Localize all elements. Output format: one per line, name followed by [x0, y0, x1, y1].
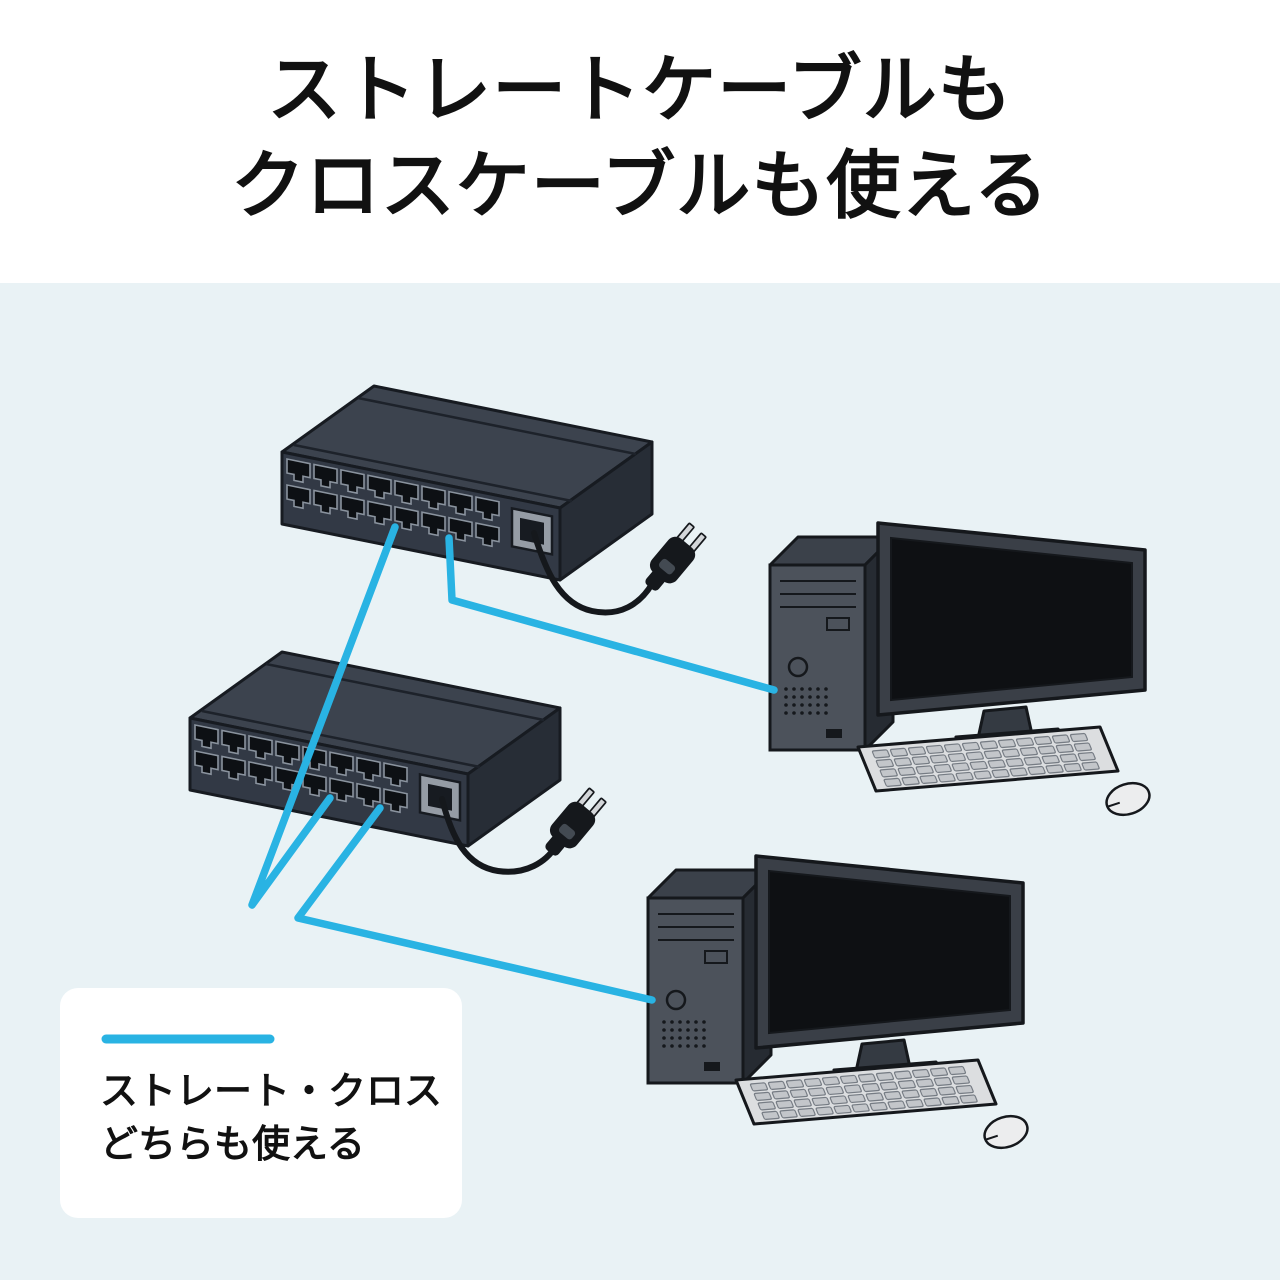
legend-card: ストレート・クロス どちらも使える: [60, 988, 462, 1218]
lan-cable-switch1-pc1: [445, 534, 778, 694]
lan-cable-switch2-pc2: [294, 804, 656, 1004]
lan-cable-switch1-switch2: [248, 523, 399, 909]
legend-swatch-canvas: [101, 1034, 275, 1044]
legend-text-line1: ストレート・クロス: [100, 1071, 443, 1113]
legend-text-line2: どちらも使える: [100, 1124, 365, 1167]
title-line-2: クロスケーブルも使える: [230, 144, 1050, 228]
page-title: ストレートケーブルも クロスケーブルも使える: [0, 42, 1280, 234]
title-line-1: ストレートケーブルも: [267, 48, 1013, 131]
power-cord-2: [439, 796, 559, 875]
power-cord-1: [531, 530, 655, 616]
